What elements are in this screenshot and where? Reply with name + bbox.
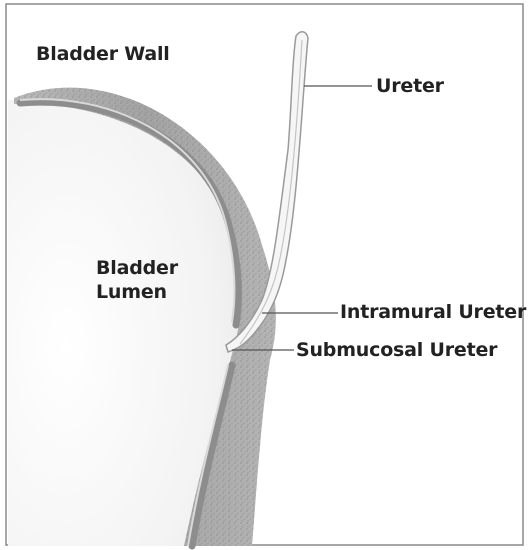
bladder-lumen-label: Bladder Lumen [96, 257, 178, 305]
submucosal-ureter-label: Submucosal Ureter [296, 339, 497, 363]
intramural-ureter-label: Intramural Ureter [340, 301, 526, 325]
bladder-lumen-label-line2: Lumen [96, 281, 178, 305]
bladder-lumen-label-line1: Bladder [96, 257, 178, 281]
bladder-wall-label: Bladder Wall [36, 43, 170, 67]
ureter-label: Ureter [376, 75, 444, 99]
